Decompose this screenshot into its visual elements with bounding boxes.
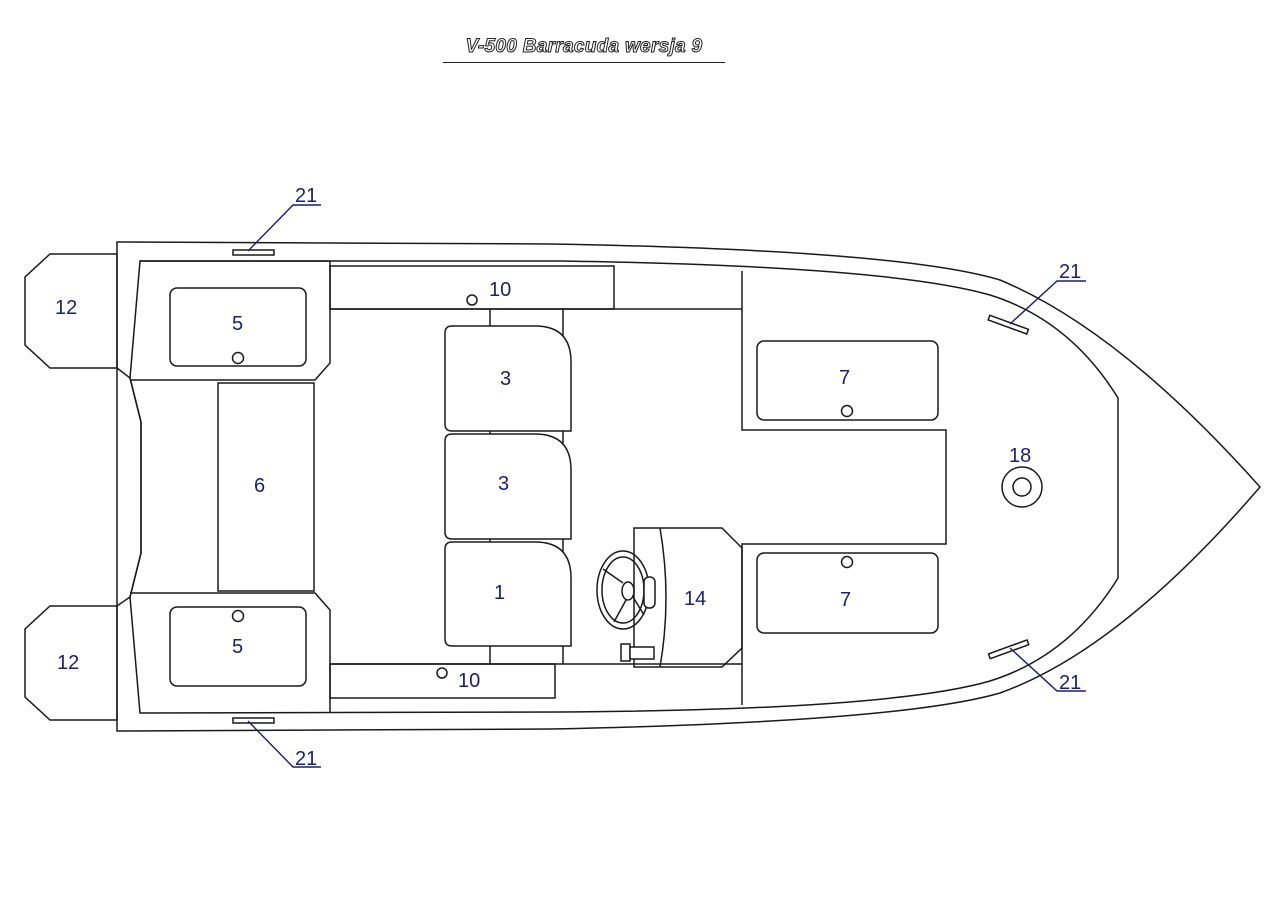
label-side-locker-bottom: 10	[458, 670, 480, 692]
drain-hole-top	[231, 351, 245, 365]
label-stern-locker-top: 5	[232, 313, 243, 335]
label-cleat-stern-top: 21	[295, 185, 317, 207]
label-stern-locker-bottom: 5	[232, 636, 243, 658]
leader-line-21-bow-bottom	[1009, 647, 1086, 692]
stern-locker-bottom	[169, 606, 307, 687]
leader-line-21-stern-bottom	[247, 720, 321, 768]
bow-locker-top	[756, 340, 939, 421]
stern-box-top	[130, 260, 331, 381]
cleat-bow-top	[987, 314, 1030, 335]
console-panel	[659, 527, 667, 668]
driver-seat	[444, 541, 572, 647]
side-locker-top	[329, 265, 615, 310]
passenger-seat-rear	[444, 325, 572, 432]
side-locker-bottom-hole	[436, 667, 448, 679]
cleat-stern-top	[232, 249, 275, 256]
deck-inner-line	[129, 260, 1119, 714]
bow-locker-bottom-hole	[840, 555, 854, 569]
drain-hole-bottom	[231, 609, 245, 623]
label-side-locker-top: 10	[489, 279, 511, 301]
cleat-stern-bottom	[232, 717, 275, 724]
anchor-hatch-outer	[1001, 466, 1043, 508]
side-locker-bottom	[329, 663, 556, 699]
throttle-lever-icon	[620, 643, 655, 662]
diagram-title: V-500 Barracuda wersja 9	[443, 34, 725, 63]
bow-compartment-wall	[741, 271, 947, 705]
bow-locker-top-hole	[840, 404, 854, 418]
label-anchor-hatch: 18	[1009, 445, 1031, 467]
label-cleat-stern-bottom: 21	[295, 748, 317, 770]
steering-wheel-icon	[596, 550, 656, 630]
label-driver-seat: 1	[494, 582, 505, 604]
passenger-seat-front	[444, 433, 572, 540]
label-cleat-bow-bottom: 21	[1059, 672, 1081, 694]
stern-box-bottom	[130, 592, 331, 713]
label-passenger-seat-front: 3	[498, 473, 509, 495]
label-cleat-bow-top: 21	[1059, 261, 1081, 283]
side-locker-top-hole	[466, 294, 478, 306]
bow-locker-bottom	[756, 552, 939, 634]
hull-outline	[116, 241, 1261, 732]
leader-line-21-stern-top	[247, 204, 321, 252]
label-stern-bench: 6	[254, 475, 265, 497]
stern-bench	[217, 382, 315, 592]
label-outboard-bracket-bottom: 12	[57, 652, 79, 674]
leader-line-21-bow-top	[1009, 280, 1086, 325]
label-outboard-bracket-top: 12	[55, 297, 77, 319]
cleat-bow-bottom	[987, 638, 1030, 660]
stern-locker-top	[169, 287, 307, 367]
anchor-hatch-inner	[1012, 477, 1032, 497]
label-passenger-seat-rear: 3	[500, 368, 511, 390]
label-bow-locker-bottom: 7	[840, 589, 851, 611]
label-bow-locker-top: 7	[839, 367, 850, 389]
label-console: 14	[684, 588, 706, 610]
